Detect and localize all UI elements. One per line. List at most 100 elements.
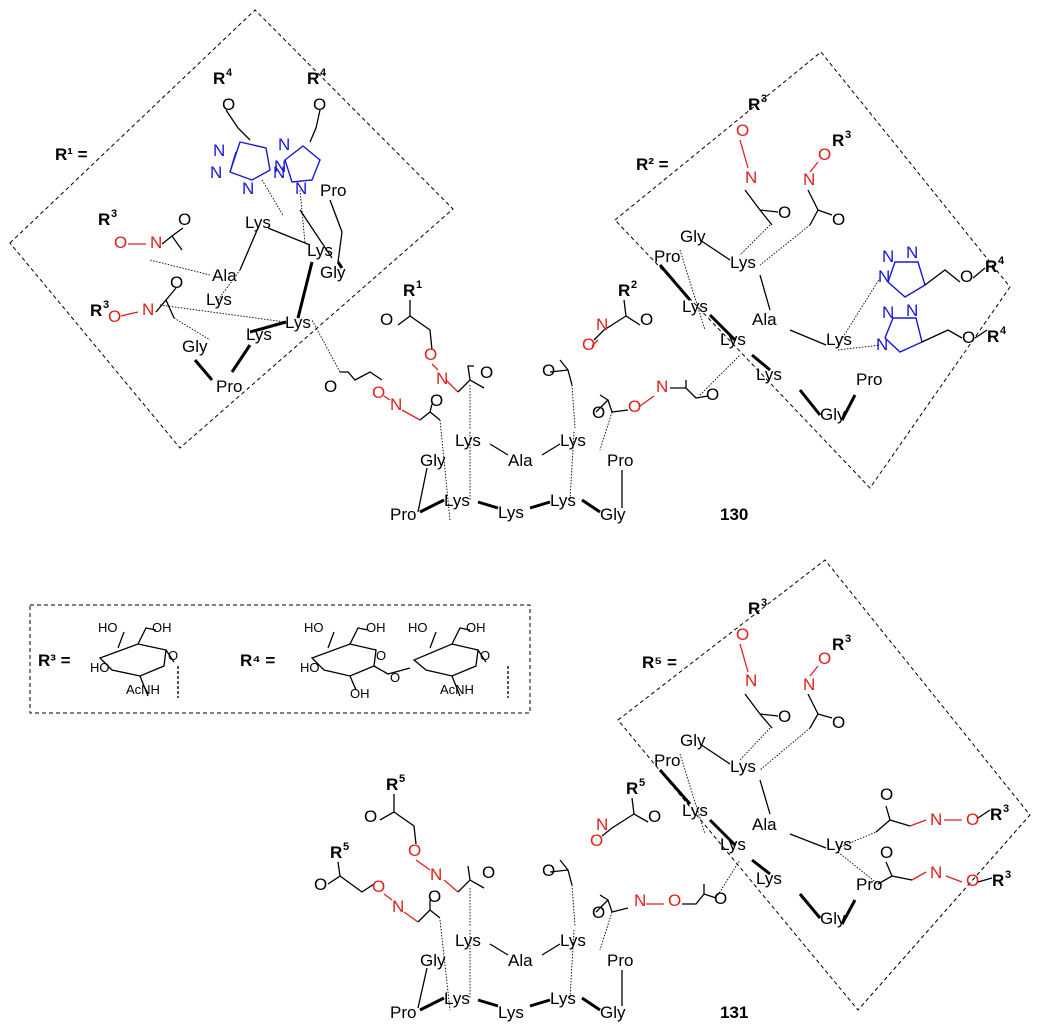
svg-text:O: O (592, 403, 605, 422)
svg-text:AcNH: AcNH (126, 682, 160, 697)
svg-text:O: O (372, 383, 385, 402)
svg-text:R: R (990, 805, 1002, 824)
svg-text:O: O (628, 397, 641, 416)
svg-text:3: 3 (761, 597, 767, 609)
svg-text:O: O (482, 863, 495, 882)
svg-text:O: O (648, 807, 661, 826)
svg-text:Lys: Lys (682, 297, 708, 316)
svg-text:Ala: Ala (508, 451, 533, 470)
svg-text:R: R (748, 599, 760, 618)
r1-definition-label: R¹ = (55, 145, 88, 164)
svg-text:R⁴ =: R⁴ = (240, 651, 275, 670)
svg-text:N: N (273, 163, 285, 182)
svg-text:5: 5 (399, 773, 405, 785)
svg-text:O: O (706, 385, 719, 404)
svg-text:Gly: Gly (820, 405, 846, 424)
svg-text:Lys: Lys (826, 835, 852, 854)
svg-text:N: N (210, 163, 222, 182)
compound-130-label: 130 (720, 505, 748, 524)
svg-text:O: O (818, 649, 831, 668)
r3-definition: R³ = HO OH HO AcNH O (38, 620, 179, 698)
svg-text:O: O (428, 887, 441, 906)
svg-text:Ala: Ala (212, 266, 237, 285)
svg-text:N: N (596, 815, 608, 834)
svg-text:Gly: Gly (420, 951, 446, 970)
svg-text:Gly: Gly (182, 337, 208, 356)
svg-text:O: O (714, 889, 727, 908)
svg-text:4: 4 (1000, 325, 1007, 337)
svg-text:N: N (242, 179, 254, 198)
svg-text:HO: HO (304, 620, 324, 635)
svg-text:R¹ =: R¹ = (55, 145, 88, 164)
svg-text:5: 5 (639, 777, 645, 789)
svg-text:Gly: Gly (600, 1003, 626, 1022)
svg-text:3: 3 (103, 299, 109, 311)
svg-text:O: O (390, 670, 400, 685)
svg-text:OH: OH (466, 620, 486, 635)
svg-text:OH: OH (366, 620, 386, 635)
svg-text:R: R (307, 69, 319, 88)
svg-text:N: N (876, 335, 888, 354)
svg-text:O: O (966, 871, 979, 890)
svg-text:Lys: Lys (682, 801, 708, 820)
svg-text:N: N (906, 243, 918, 262)
svg-text:3: 3 (845, 633, 851, 645)
svg-text:Lys: Lys (444, 989, 470, 1008)
svg-text:N: N (295, 179, 307, 198)
svg-text:R: R (213, 69, 225, 88)
svg-text:O: O (640, 310, 653, 329)
svg-text:N: N (390, 395, 402, 414)
svg-text:Lys: Lys (285, 313, 311, 332)
r3-r4-dashed-box (29, 604, 531, 714)
svg-text:N: N (930, 863, 942, 882)
svg-text:Pro: Pro (654, 247, 680, 266)
svg-text:2: 2 (631, 279, 637, 291)
svg-text:R: R (832, 635, 844, 654)
svg-text:R: R (992, 871, 1004, 890)
svg-text:Pro: Pro (390, 505, 416, 524)
svg-text:Lys: Lys (455, 931, 481, 950)
svg-text:O: O (168, 648, 178, 663)
svg-text:Lys: Lys (730, 757, 756, 776)
svg-text:Pro: Pro (390, 1003, 416, 1022)
svg-text:OH: OH (350, 686, 370, 701)
svg-text:O: O (592, 903, 605, 922)
svg-text:R: R (985, 257, 997, 276)
svg-text:O: O (590, 831, 603, 850)
svg-text:N: N (392, 897, 404, 916)
svg-text:3: 3 (1003, 803, 1009, 815)
svg-text:N: N (882, 247, 894, 266)
svg-text:O: O (314, 875, 327, 894)
svg-text:O: O (430, 391, 443, 410)
svg-text:Gly: Gly (320, 263, 346, 282)
svg-text:HO: HO (300, 660, 320, 675)
svg-text:N: N (882, 303, 894, 322)
svg-text:R: R (626, 779, 638, 798)
svg-text:R: R (403, 281, 415, 300)
svg-text:Lys: Lys (560, 931, 586, 950)
svg-text:Lys: Lys (826, 330, 852, 349)
svg-text:O: O (380, 310, 393, 329)
svg-text:Pro: Pro (654, 751, 680, 770)
svg-text:Lys: Lys (455, 431, 481, 450)
svg-text:131: 131 (720, 1003, 748, 1022)
svg-text:O: O (778, 707, 791, 726)
svg-text:Gly: Gly (680, 227, 706, 246)
svg-text:O: O (880, 843, 893, 862)
svg-text:AcNH: AcNH (440, 682, 474, 697)
svg-text:R³ =: R³ = (38, 651, 71, 670)
svg-text:O: O (832, 210, 845, 229)
svg-text:HO: HO (90, 660, 110, 675)
svg-text:R: R (748, 95, 760, 114)
svg-text:N: N (436, 369, 448, 388)
svg-text:Lys: Lys (245, 213, 271, 232)
svg-text:Lys: Lys (444, 491, 470, 510)
svg-text:R: R (98, 210, 110, 229)
r2-definition-label: R² = (636, 155, 669, 174)
svg-text:R: R (330, 843, 342, 862)
svg-text:R² =: R² = (636, 155, 669, 174)
svg-text:N: N (930, 810, 942, 829)
svg-text:4: 4 (226, 67, 233, 79)
svg-text:O: O (542, 861, 555, 880)
